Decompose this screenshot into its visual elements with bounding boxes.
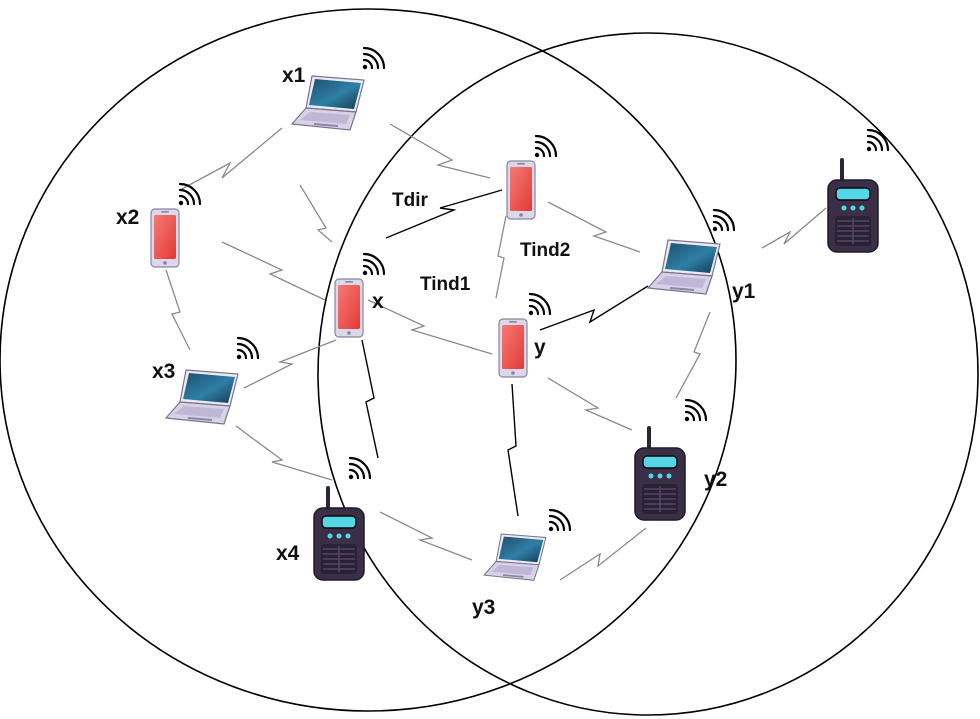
smartphone-icon [498,318,528,378]
wifi-signal-icon [361,46,386,71]
link-y-y2 [547,377,633,431]
device-y2 [634,398,708,521]
device-y1 [646,208,736,296]
label-y2: y2 [704,468,727,491]
label-x: x [372,290,384,313]
link-tind-y-y1 [539,285,649,331]
label-x1: x1 [282,64,306,87]
link-y3-y2 [559,527,647,581]
wifi-signal-icon [527,292,552,317]
laptop-icon [646,238,722,296]
label-x3: x3 [152,360,175,383]
device-y3 [483,508,572,582]
wifi-signal-icon [865,128,890,153]
range-circle-y [317,32,979,716]
link-y1-y2 [675,311,711,399]
wifi-signal-icon [683,398,708,423]
link-y1-radio [761,207,827,249]
walkie-talkie-icon [313,485,365,581]
laptop-icon [483,532,547,582]
smartphone-icon [334,278,364,338]
device-x2 [150,182,202,268]
label-tind1: Tind1 [420,274,471,295]
wifi-signal-icon [547,508,572,533]
label-tind2: Tind2 [520,240,570,261]
label-tdir: Tdir [392,190,428,211]
wifi-signal-icon [533,134,558,159]
wireless-links [165,123,827,581]
link-x1-tdir [389,123,491,179]
smartphone-icon [150,208,180,268]
device-radio-right [827,128,890,253]
link-x-x4 [361,339,379,459]
link-x3-x4 [235,425,333,481]
link-y-y3 [507,383,519,517]
wifi-signal-icon [347,456,372,481]
smartphone-icon [506,160,536,220]
link-x3-x [243,339,337,389]
label-y3: y3 [472,596,495,619]
wifi-signal-icon [361,252,386,277]
link-x2-x [221,241,326,301]
wifi-signal-icon [177,182,202,207]
walkie-talkie-icon [634,425,686,521]
link-x2-x3 [165,269,191,351]
link-x-y [367,299,493,355]
range-circle-x [0,8,737,712]
device-x4 [313,456,372,581]
device-x3 [164,336,260,426]
link-x2-xmid [299,184,333,243]
wifi-signal-icon [711,208,736,233]
walkie-talkie-icon [827,157,879,253]
label-y1: y1 [732,280,756,303]
link-x1-x2 [179,127,283,191]
device-phone-top [506,134,558,220]
link-phone-y1 [547,201,641,253]
label-y: y [534,336,546,359]
link-tdir [385,189,503,239]
label-x2: x2 [116,206,139,229]
link-phone-y [495,215,507,299]
device-x1 [291,46,386,131]
link-x4-y3 [379,511,473,561]
trust-links [361,189,649,517]
wifi-signal-icon [235,336,260,361]
label-x4: x4 [276,542,300,565]
laptop-icon [164,368,240,426]
